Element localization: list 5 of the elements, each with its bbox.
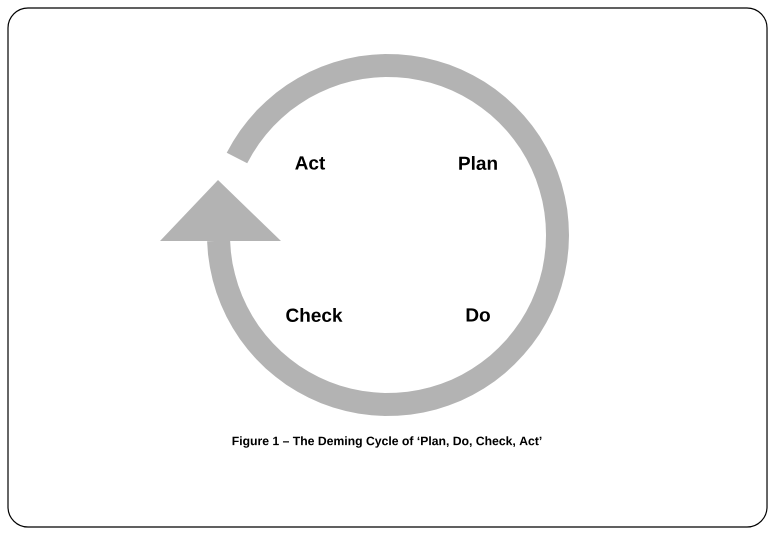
stage-label: Plan [459, 156, 497, 170]
stage-label: Do [466, 308, 490, 322]
stage-label: Act [295, 156, 326, 170]
figure-caption: Figure 1 – The Deming Cycle of ‘Plan, Do, Check, Act’ [232, 436, 542, 448]
stage-label: Check [286, 308, 343, 322]
